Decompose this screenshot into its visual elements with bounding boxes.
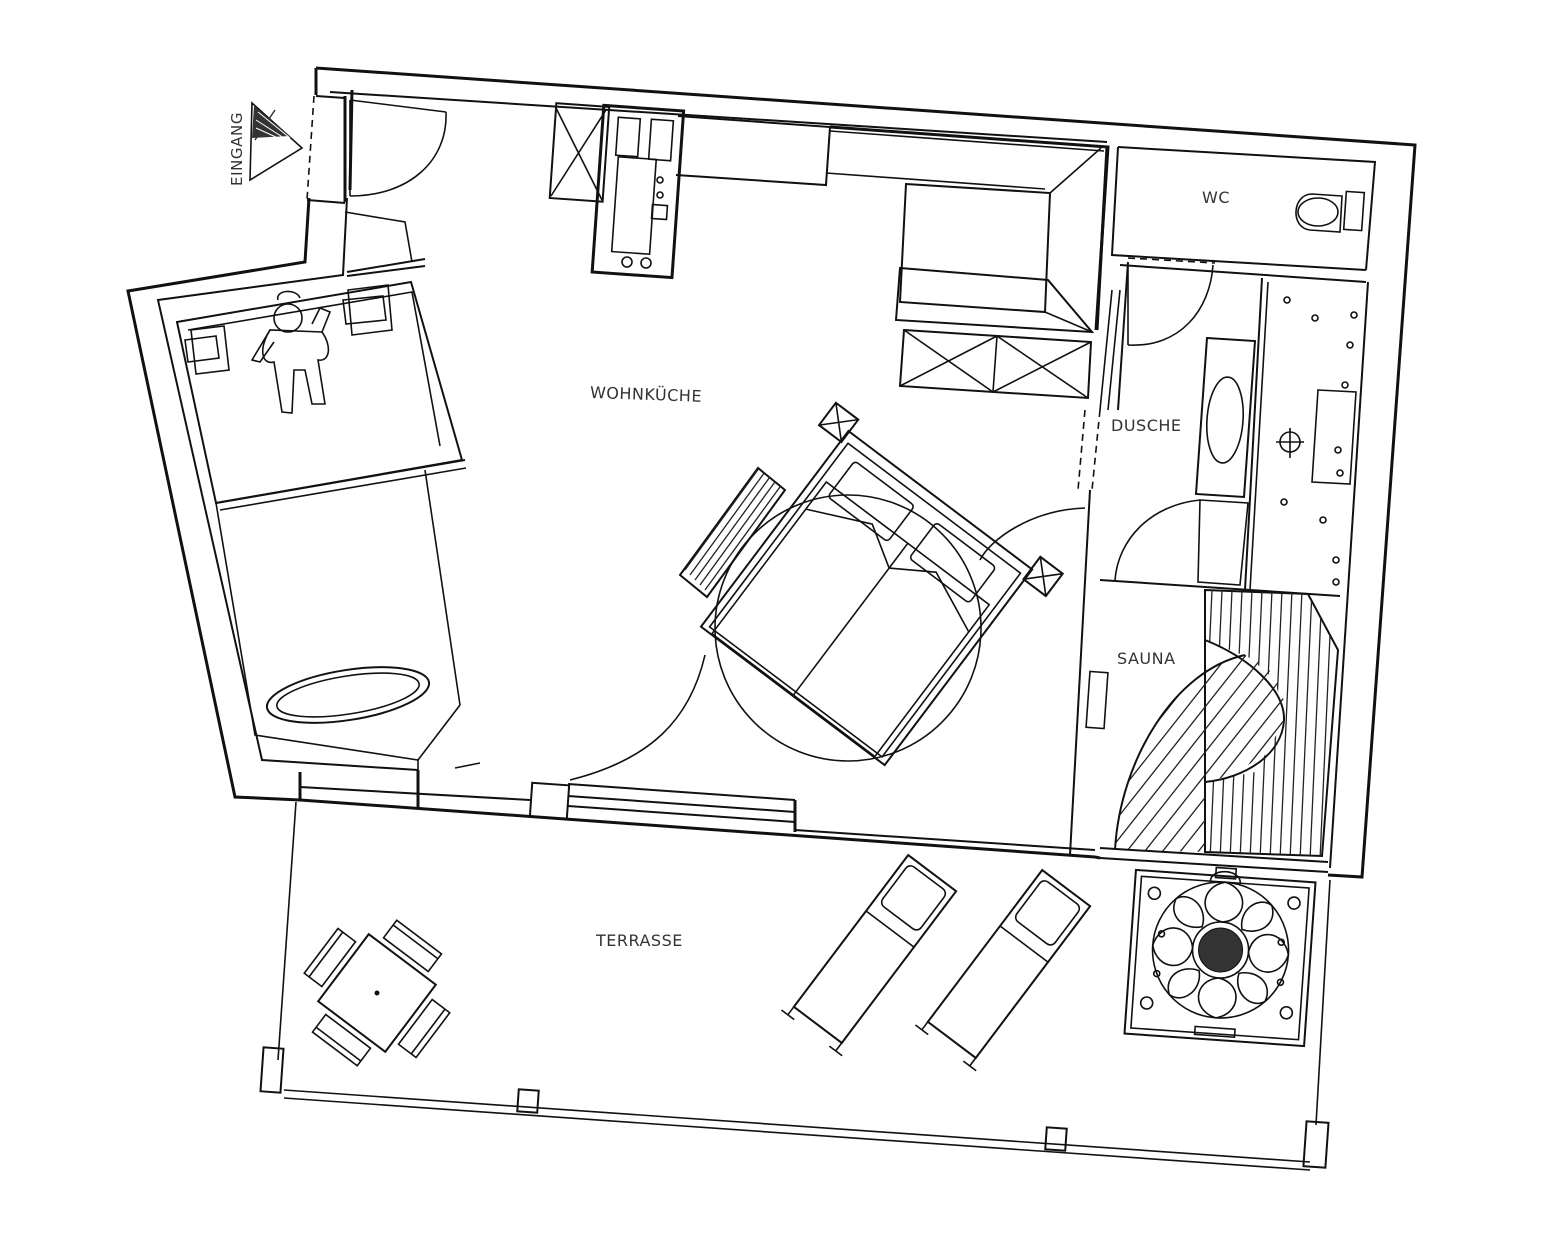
double-bed	[699, 401, 1065, 767]
hot-tub	[1123, 866, 1317, 1048]
triangle-arrow-icon	[249, 101, 304, 182]
room-label-terrace: TERRASSE	[595, 931, 683, 950]
desk	[678, 466, 787, 599]
terrace	[259, 801, 1331, 1171]
living-area	[346, 146, 1121, 856]
sun-lounger-2	[914, 868, 1092, 1072]
dining-table	[303, 919, 451, 1067]
wc-room	[1110, 146, 1367, 271]
room-label-sauna: SAUNA	[1117, 649, 1176, 668]
kitchen	[548, 102, 1110, 400]
outer-walls	[126, 66, 1417, 879]
entrance-label: EINGANG	[228, 112, 246, 186]
bathtub-area	[215, 469, 481, 775]
shower-jets	[1280, 296, 1358, 586]
room-label-living-kitchen: WOHNKÜCHE	[590, 383, 703, 406]
room-label-shower: DUSCHE	[1111, 416, 1182, 435]
room-label-wc: WC	[1202, 188, 1230, 207]
entrance-area: EINGANG	[228, 89, 447, 263]
entrance-door-swing	[349, 111, 447, 197]
sauna-room	[1085, 588, 1340, 873]
person-figure-icon	[250, 290, 332, 414]
shower-room	[1099, 261, 1367, 597]
bed-niche	[175, 280, 467, 511]
sun-lounger-1	[780, 853, 958, 1057]
